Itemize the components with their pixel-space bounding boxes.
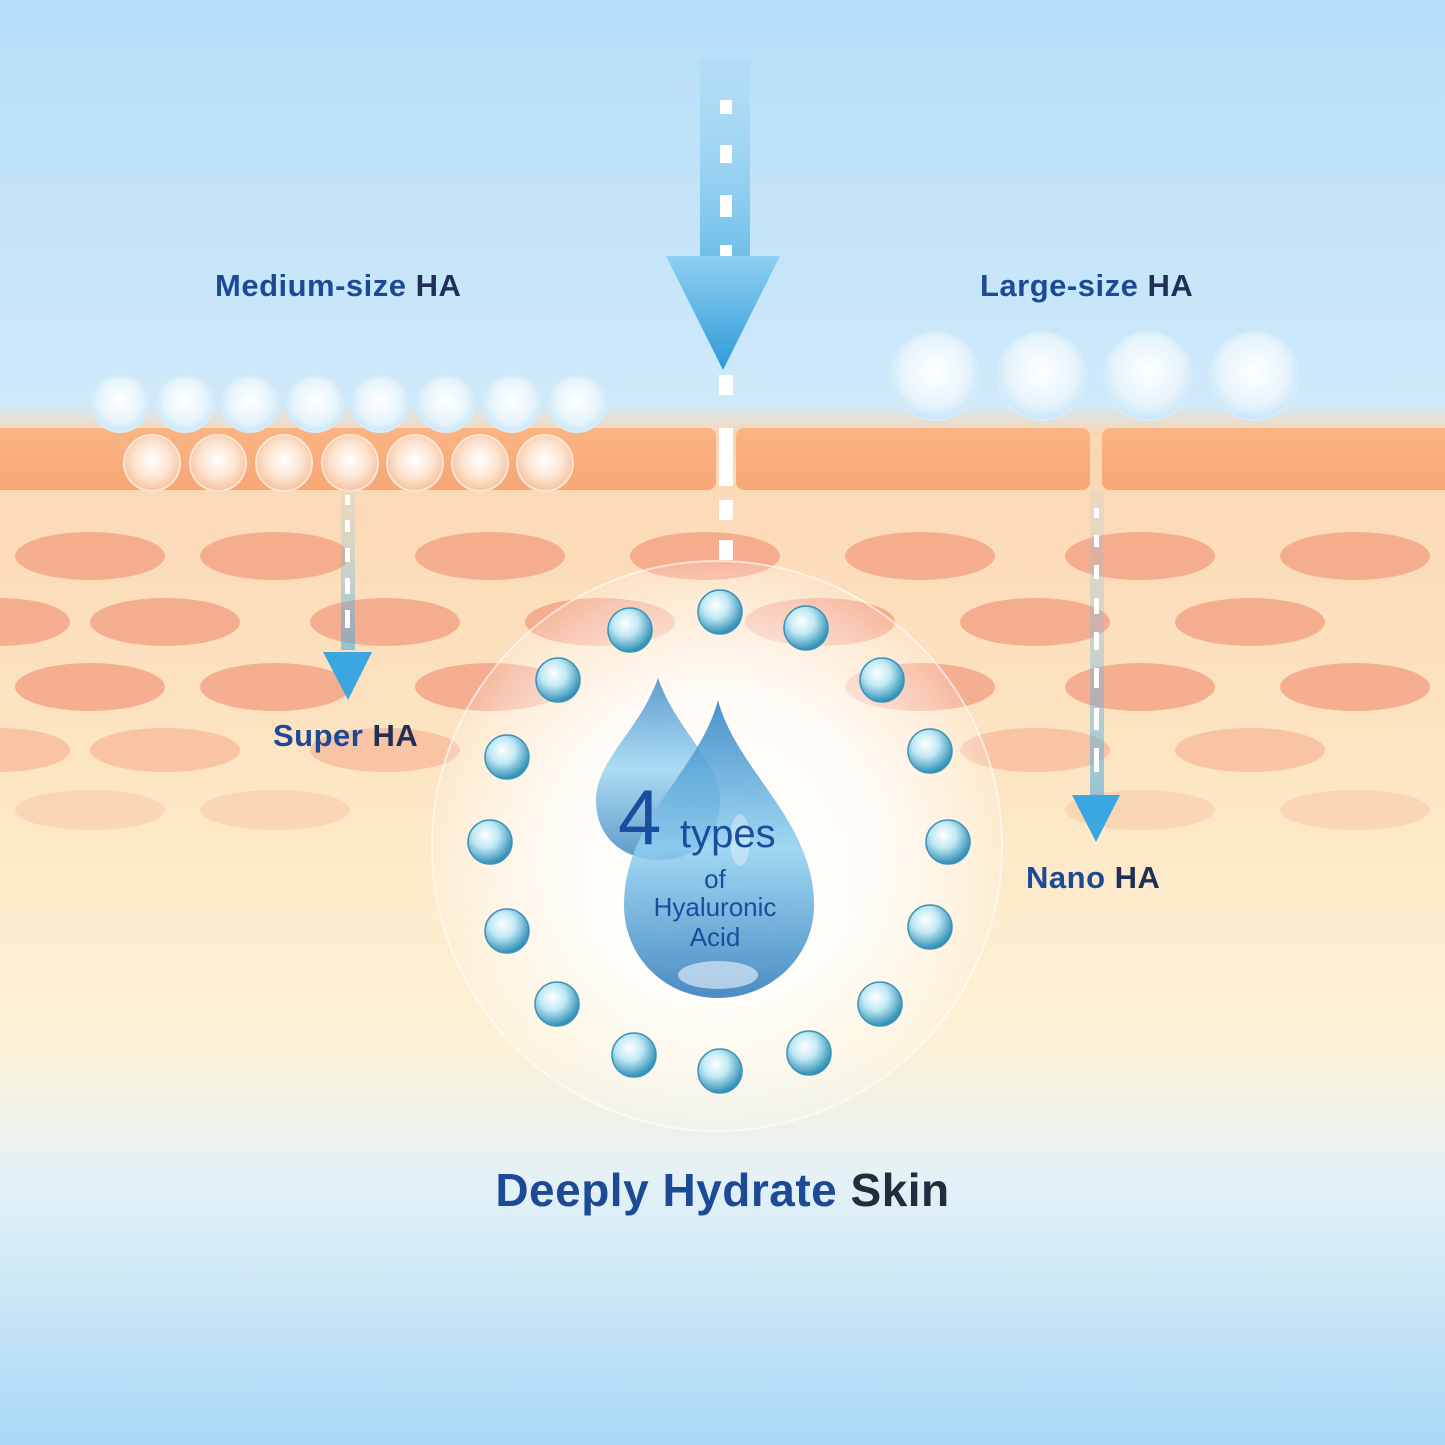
super-ha-text: HA [372, 718, 419, 753]
headline-rest: Skin [850, 1164, 950, 1216]
large-ha-bubbles [890, 331, 1299, 421]
large-size-text: Large-size [980, 268, 1139, 303]
headline: Deeply Hydrate Skin [0, 1163, 1445, 1217]
center-down-arrow-icon [666, 60, 780, 560]
medium-ha-bubbles [91, 375, 606, 433]
super-ha-down-arrow-icon [323, 490, 372, 700]
water-drop-icon [596, 678, 814, 998]
medium-ha-bubbles-absorbed [123, 434, 574, 492]
label-medium-size-ha: Medium-size HA [215, 268, 461, 304]
center-types-text: types [680, 812, 776, 856]
center-acid-text: Acid [689, 922, 741, 952]
label-nano-ha: Nano HA [1026, 860, 1160, 896]
nano-ha-down-arrow-icon [1072, 490, 1120, 842]
large-ha-text: HA [1147, 268, 1194, 303]
medium-size-text: Medium-size [215, 268, 407, 303]
ha-molecule-ring [467, 589, 971, 1094]
label-large-size-ha: Large-size HA [980, 268, 1193, 304]
center-hyaluronic-text: Hyaluronic [653, 892, 777, 922]
label-super-ha: Super HA [273, 718, 418, 754]
center-of-text: of [704, 864, 726, 894]
headline-highlight: Deeply Hydrate [495, 1164, 838, 1216]
center-number: 4 [618, 773, 662, 861]
medium-ha-text: HA [415, 268, 462, 303]
super-text: Super [273, 718, 364, 753]
nano-text: Nano [1026, 860, 1106, 895]
nano-ha-text: HA [1114, 860, 1161, 895]
